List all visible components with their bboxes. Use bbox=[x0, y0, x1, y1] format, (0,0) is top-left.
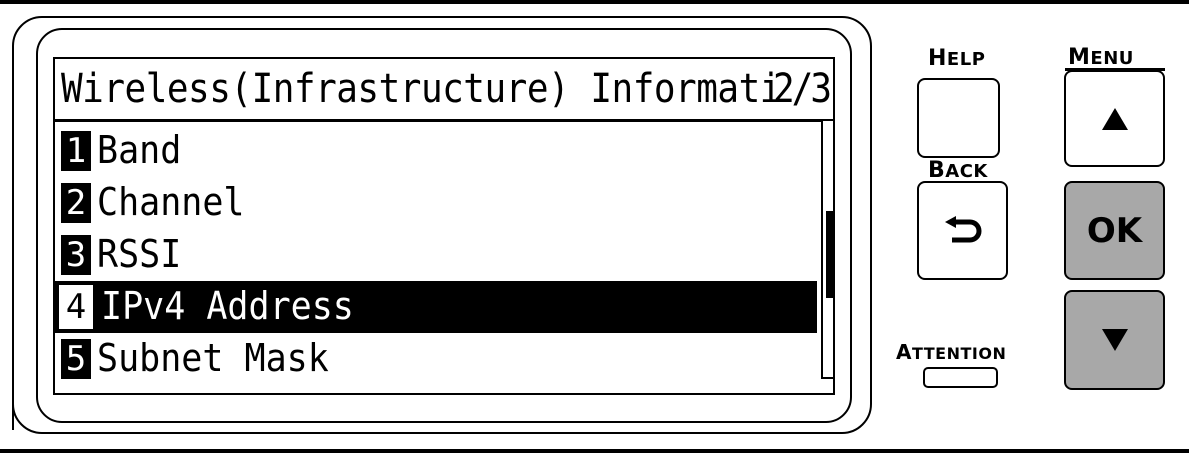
menu-item-rssi[interactable]: 3 RSSI bbox=[55, 229, 817, 281]
menu-item-label: Band bbox=[97, 129, 182, 173]
help-label: HELP bbox=[928, 46, 986, 71]
lcd-screen: Wireless(Infrastructure) Informati 2/3 1… bbox=[53, 57, 835, 395]
menu-item-channel[interactable]: 2 Channel bbox=[55, 177, 817, 229]
lcd-header: Wireless(Infrastructure) Informati 2/3 bbox=[55, 59, 833, 117]
back-button[interactable] bbox=[917, 181, 1008, 280]
page-indicator: 2/3 bbox=[772, 66, 832, 113]
ok-button-label: OK bbox=[1086, 210, 1143, 251]
menu-item-band[interactable]: 1 Band bbox=[55, 125, 817, 177]
back-arrow-icon bbox=[944, 215, 981, 242]
header-divider bbox=[55, 119, 833, 122]
item-number-badge: 1 bbox=[61, 131, 91, 171]
menu-up-button[interactable] bbox=[1064, 70, 1165, 167]
menu-scrollbar[interactable] bbox=[821, 119, 833, 379]
help-button[interactable] bbox=[917, 78, 1000, 158]
panel-top-edge bbox=[0, 0, 1189, 4]
attention-indicator bbox=[923, 367, 998, 388]
item-number-badge: 2 bbox=[61, 183, 91, 223]
item-number-badge: 4 bbox=[59, 285, 93, 329]
menu-item-label: Subnet Mask bbox=[97, 337, 329, 381]
menu-list: 1 Band 2 Channel 3 RSSI 4 IPv4 Address 5 bbox=[55, 125, 817, 385]
menu-item-subnet-mask[interactable]: 5 Subnet Mask bbox=[55, 333, 817, 385]
item-number-badge: 3 bbox=[61, 235, 91, 275]
triangle-up-icon bbox=[1101, 107, 1128, 130]
menu-down-button[interactable] bbox=[1064, 290, 1165, 390]
ok-button[interactable]: OK bbox=[1064, 181, 1165, 280]
menu-item-label: Channel bbox=[97, 181, 245, 225]
scrollbar-thumb[interactable] bbox=[826, 211, 833, 298]
item-number-badge: 5 bbox=[61, 339, 91, 379]
menu-item-label: RSSI bbox=[97, 233, 182, 277]
menu-label-underline bbox=[1065, 68, 1165, 71]
menu-item-label: IPv4 Address bbox=[101, 285, 354, 329]
lcd-bezel: Wireless(Infrastructure) Informati 2/3 1… bbox=[12, 16, 872, 434]
attention-label: ATTENTION bbox=[896, 340, 1007, 364]
menu-item-ipv4-address[interactable]: 4 IPv4 Address bbox=[55, 281, 817, 333]
triangle-down-icon bbox=[1101, 329, 1128, 351]
lcd-frame: Wireless(Infrastructure) Informati 2/3 1… bbox=[36, 28, 852, 423]
back-label: BACK bbox=[928, 158, 988, 183]
menu-label: MENU bbox=[1068, 45, 1134, 70]
panel-bottom-edge bbox=[0, 449, 1189, 453]
screen-title: Wireless(Infrastructure) Informati bbox=[61, 66, 781, 113]
